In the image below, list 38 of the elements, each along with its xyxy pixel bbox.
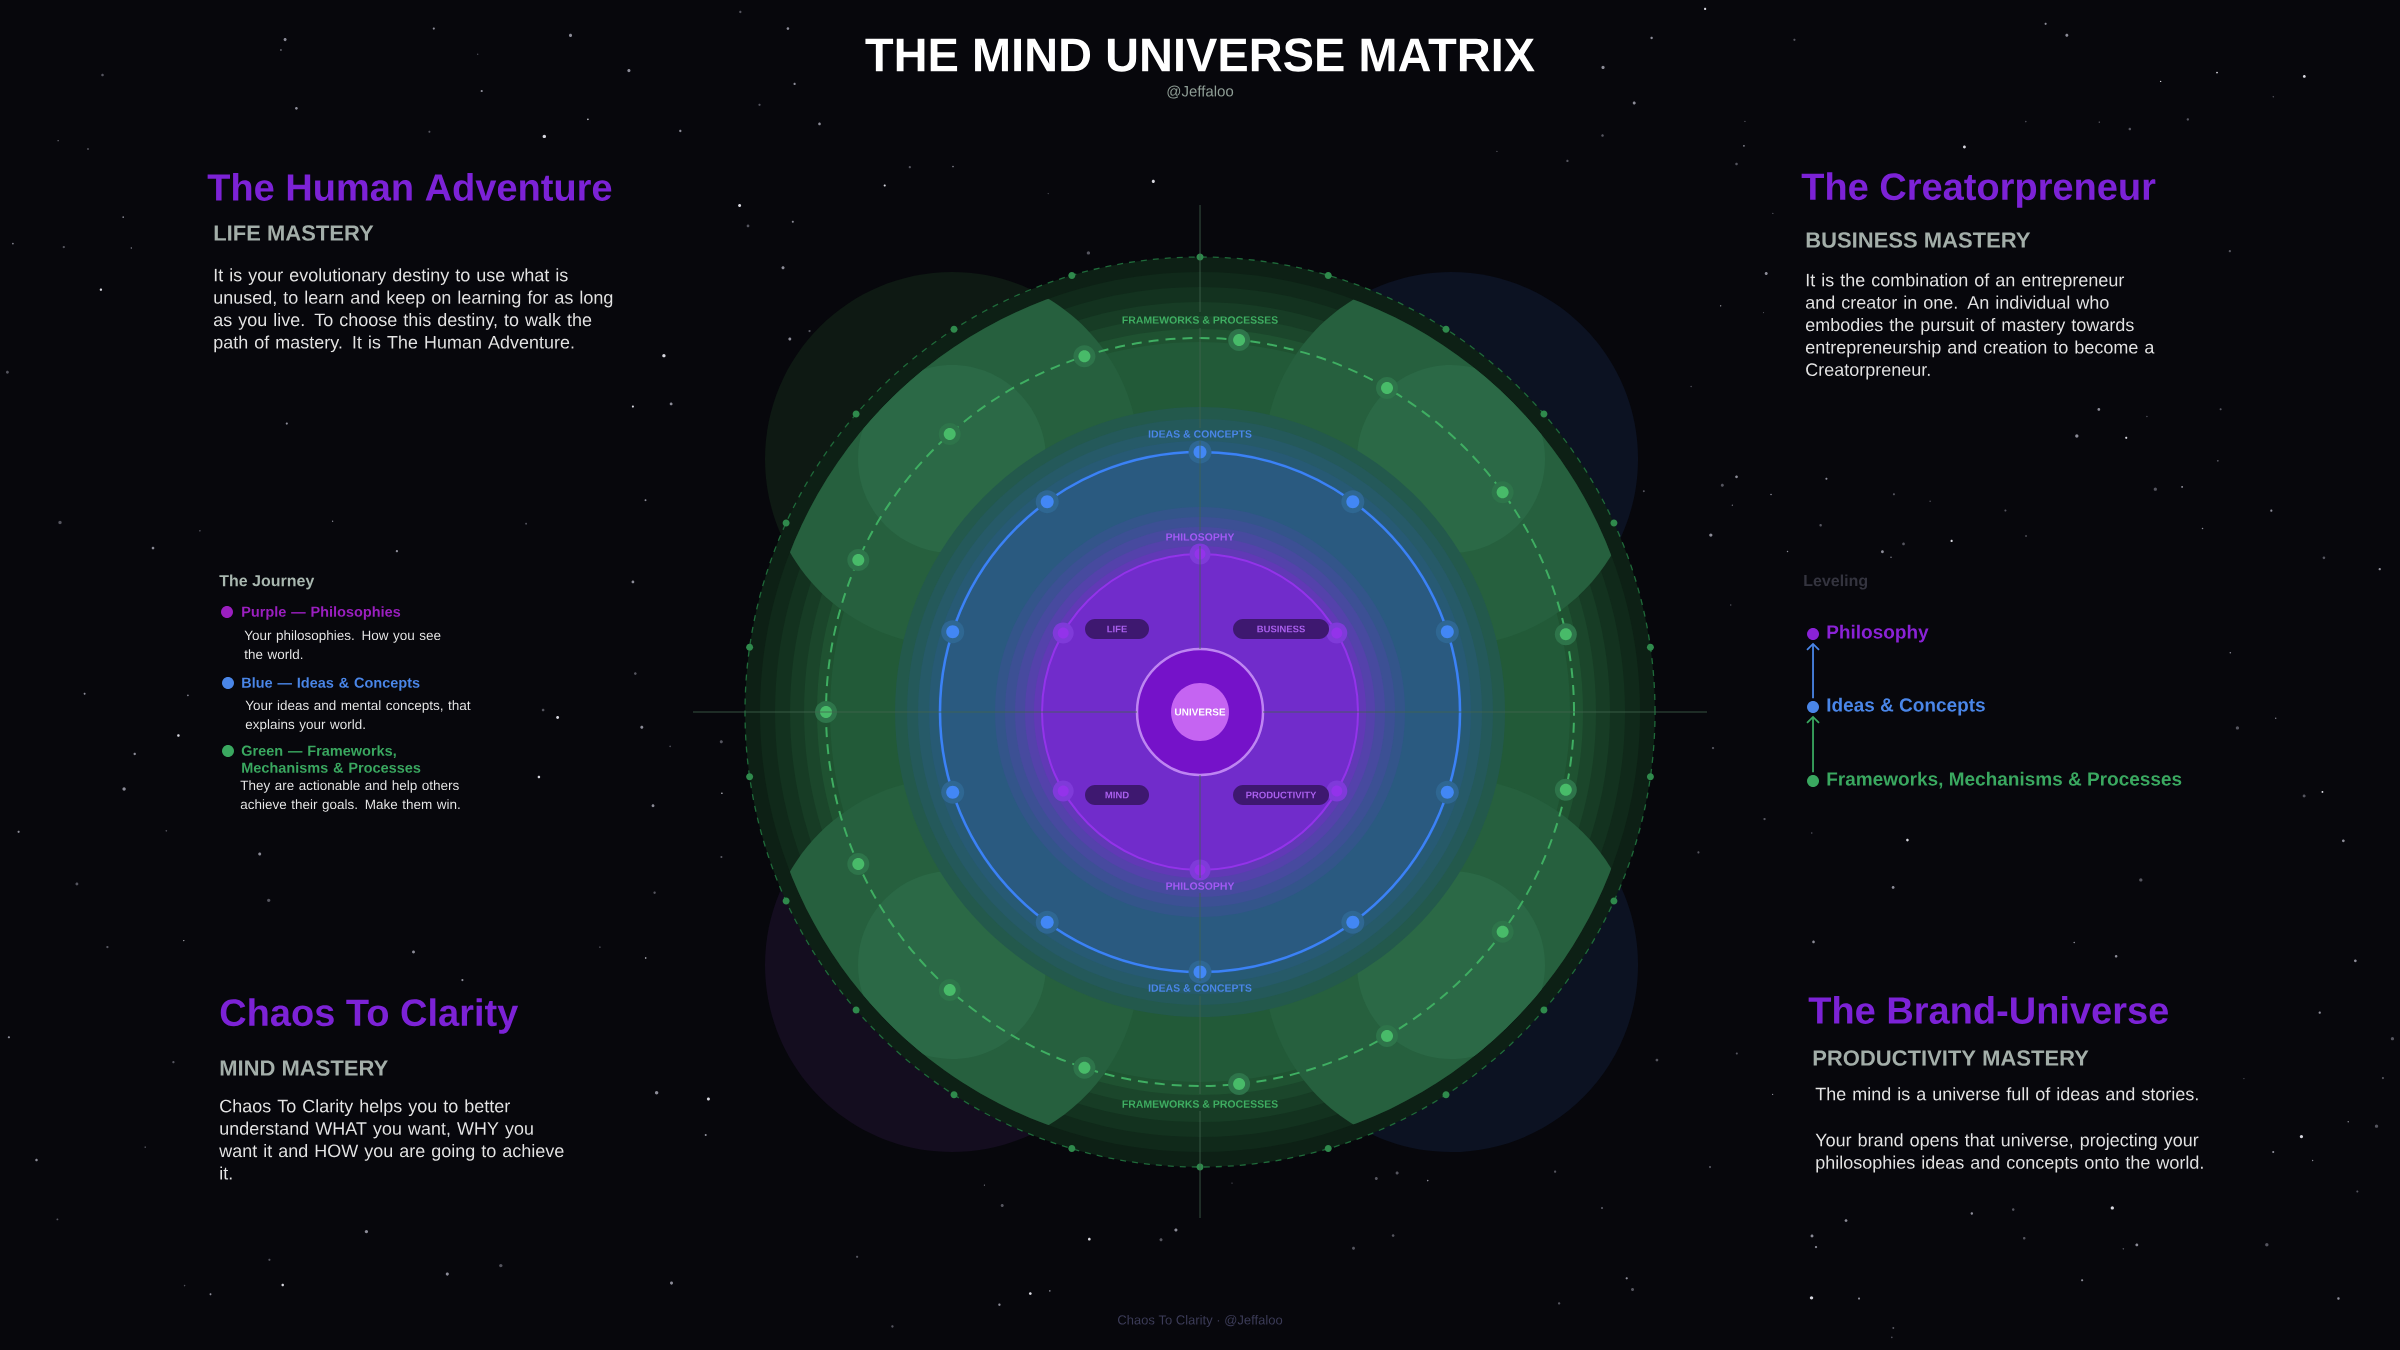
category-pill: BUSINESS xyxy=(1233,619,1329,639)
paragraph: It is your evolutionary destiny to use what is unused, to learn and keep on learning for as long as you live. To choose this destiny, to walk the path of mastery. It is The Human Adventure. xyxy=(214,268,613,353)
ring-label: FRAMEWORKS & PROCESSES xyxy=(1122,1100,1278,1108)
category-pill: MIND xyxy=(1085,785,1149,805)
ring-label: IDEAS & CONCEPTS xyxy=(1148,430,1252,438)
section-heading: The Human Adventure xyxy=(207,173,612,201)
level-label: Frameworks, Mechanisms & Processes xyxy=(1827,771,2182,789)
arrow xyxy=(1806,715,1820,774)
section-heading: Chaos To Clarity xyxy=(220,998,519,1034)
legend-heading: The Journey xyxy=(219,574,315,590)
category-pill: LIFE xyxy=(1085,619,1149,639)
legend-description: Your philosophies. How you see the world. xyxy=(244,630,441,660)
legend-label: Blue — Ideas & Concepts xyxy=(242,677,420,691)
ring-label: IDEAS & CONCEPTS xyxy=(1148,984,1252,992)
section-heading: The Creatorpreneur xyxy=(1801,172,2156,208)
paragraph: Chaos To Clarity helps you to better understand WHAT you want, WHY you want it and HOW you are going to achieve it. xyxy=(219,1099,564,1180)
legend-description: They are actionable and help others achieve their goals. Make them win. xyxy=(240,780,460,812)
paragraph: It is the combination of an entrepreneur and creator in one. An individual who embodies the pursuit of mastery towards entrepreneurship and creation to become a Creatorpreneur. xyxy=(1806,273,2155,380)
ring-label: PHILOSOPHY xyxy=(1166,533,1235,541)
paragraph: The mind is a universe full of ideas and stories. xyxy=(1815,1087,2198,1101)
section-heading: The Brand-Universe xyxy=(1808,996,2168,1024)
ring-label: PHILOSOPHY xyxy=(1166,882,1235,890)
paragraph: Your brand opens that universe, projecting your philosophies ideas and concepts onto the world. xyxy=(1815,1133,2203,1173)
title: THE MIND UNIVERSE MATRIX xyxy=(865,38,1535,72)
legend-description: Your ideas and mental concepts, that explains your world. xyxy=(245,700,471,732)
level-label: Ideas & Concepts xyxy=(1827,697,1985,716)
category-pill: PRODUCTIVITY xyxy=(1233,785,1329,805)
section-subheading: PRODUCTIVITY MASTERY xyxy=(1813,1050,2089,1066)
section-subheading: MIND MASTERY xyxy=(220,1060,388,1076)
ring-label: FRAMEWORKS & PROCESSES xyxy=(1122,316,1278,324)
footer-text: Chaos To Clarity · @Jeffaloo xyxy=(1117,1314,1283,1328)
legend-label: Green — Frameworks, Mechanisms & Processes xyxy=(241,745,421,773)
legend-label: Purple — Philosophies xyxy=(242,606,401,620)
section-subheading: BUSINESS MASTERY xyxy=(1806,232,2031,248)
byline: @Jeffaloo xyxy=(1167,85,1234,99)
section-subheading: LIFE MASTERY xyxy=(214,225,374,241)
arrow xyxy=(1806,642,1820,700)
level-label: Philosophy xyxy=(1827,624,1929,643)
